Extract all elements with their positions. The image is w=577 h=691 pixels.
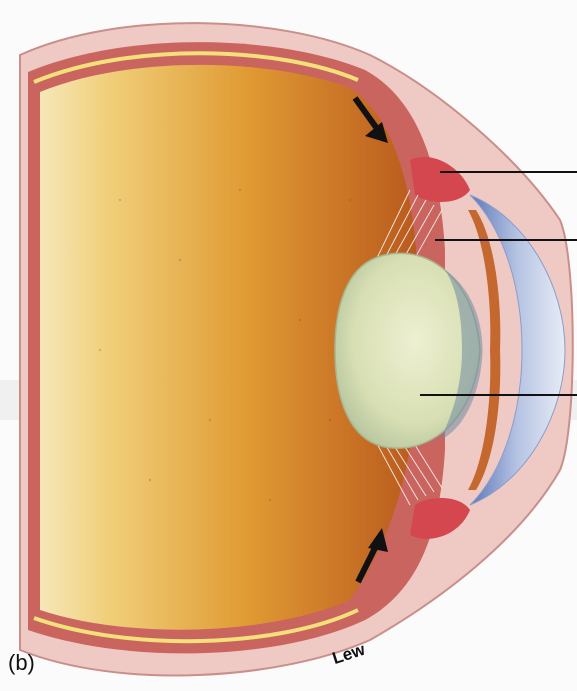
- panel-label: (b): [8, 650, 35, 676]
